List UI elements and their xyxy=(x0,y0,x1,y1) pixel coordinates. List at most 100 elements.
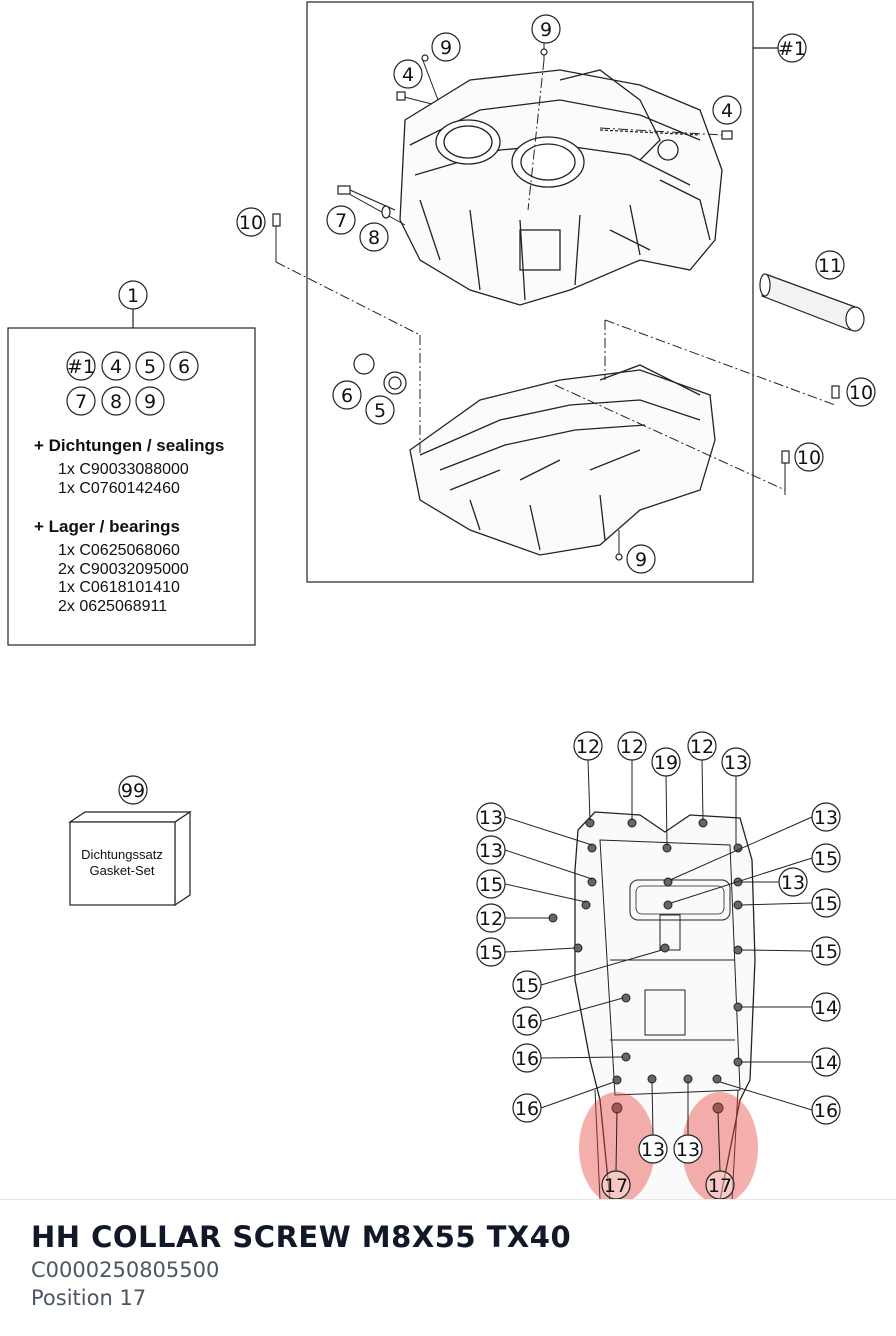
svg-text:7: 7 xyxy=(75,391,87,413)
callout-bubble[interactable]: 11 xyxy=(815,250,845,280)
svg-text:12: 12 xyxy=(690,736,714,758)
callout-bubble[interactable]: 9 xyxy=(431,32,461,62)
callout-bubble[interactable]: 1 xyxy=(118,280,148,310)
bearing-line: 1x C0625068060 xyxy=(58,542,180,559)
callout-bubble[interactable]: 4 xyxy=(712,95,742,125)
lower-callouts: 12 12 19 12 13 13 13 13 15 15 13 15 12 1… xyxy=(476,731,841,1200)
callout-bubble-highlighted[interactable]: 17 xyxy=(705,1170,735,1200)
svg-text:1: 1 xyxy=(127,285,139,307)
gasket-set-label-en: Gasket-Set xyxy=(89,863,154,878)
callout-bubble[interactable]: 14 xyxy=(811,992,841,1022)
callout-bubble[interactable]: 19 xyxy=(651,747,681,777)
svg-text:#1: #1 xyxy=(778,38,806,60)
svg-text:9: 9 xyxy=(635,549,647,571)
upper-crankcase-drawing xyxy=(399,69,723,306)
svg-text:4: 4 xyxy=(721,100,733,122)
svg-text:6: 6 xyxy=(178,356,190,378)
highlight-ellipse xyxy=(682,1092,758,1200)
svg-text:9: 9 xyxy=(144,391,156,413)
callout-bubble[interactable]: 15 xyxy=(512,970,542,1000)
kit-ref-bubble: 7 xyxy=(66,386,96,416)
bearing-line: 2x C90032095000 xyxy=(58,561,189,578)
callout-bubble[interactable]: 6 xyxy=(332,380,362,410)
callout-bubble[interactable]: 12 xyxy=(573,731,603,761)
svg-text:16: 16 xyxy=(814,1100,838,1122)
sealing-line: 1x C90033088000 xyxy=(58,461,189,478)
callout-bubble[interactable]: 13 xyxy=(476,835,506,865)
svg-text:12: 12 xyxy=(576,736,600,758)
callout-bubble[interactable]: 7 xyxy=(326,205,356,235)
callout-bubble[interactable]: 4 xyxy=(393,59,423,89)
callout-bubble[interactable]: 9 xyxy=(531,14,561,44)
svg-text:15: 15 xyxy=(814,941,838,963)
svg-text:13: 13 xyxy=(724,752,748,774)
part-number: C0000250805500 xyxy=(31,1258,220,1282)
callout-bubble[interactable]: 8 xyxy=(359,222,389,252)
callout-bubble[interactable]: 13 xyxy=(811,802,841,832)
loose-parts xyxy=(272,48,865,561)
svg-text:16: 16 xyxy=(515,1098,539,1120)
callout-bubble[interactable]: 16 xyxy=(512,1006,542,1036)
svg-text:17: 17 xyxy=(604,1175,628,1197)
svg-text:15: 15 xyxy=(479,942,503,964)
callout-bubble[interactable]: 5 xyxy=(365,395,395,425)
kit-ref-bubble: 6 xyxy=(169,351,199,381)
gasket-set-label-de: Dichtungssatz xyxy=(81,847,163,862)
callout-bubble[interactable]: 12 xyxy=(687,731,717,761)
svg-text:9: 9 xyxy=(440,37,452,59)
callout-bubble[interactable]: 13 xyxy=(476,802,506,832)
callout-bubble[interactable]: 15 xyxy=(811,843,841,873)
callout-bubble[interactable]: 13 xyxy=(778,867,808,897)
callout-bubble[interactable]: 15 xyxy=(811,888,841,918)
callout-bubble[interactable]: 12 xyxy=(476,903,506,933)
svg-text:12: 12 xyxy=(479,908,503,930)
callout-bubble[interactable]: 15 xyxy=(811,936,841,966)
callout-bubble[interactable]: 16 xyxy=(512,1093,542,1123)
callout-bubble[interactable]: 9 xyxy=(626,544,656,574)
svg-text:13: 13 xyxy=(676,1139,700,1161)
position-17-highlight xyxy=(579,1092,758,1200)
callout-bubble[interactable]: 13 xyxy=(638,1134,668,1164)
callout-bubble[interactable]: 12 xyxy=(617,731,647,761)
callout-bubble[interactable]: 99 xyxy=(118,775,148,805)
callout-bubble-highlighted[interactable]: 17 xyxy=(601,1170,631,1200)
svg-text:12: 12 xyxy=(620,736,644,758)
svg-text:#1: #1 xyxy=(67,356,95,378)
callout-bubble[interactable]: 15 xyxy=(476,869,506,899)
kit-ref-bubble: 4 xyxy=(101,351,131,381)
bearing-line: 2x 0625068911 xyxy=(58,598,167,615)
svg-text:8: 8 xyxy=(368,227,380,249)
callout-bubble[interactable]: 16 xyxy=(811,1095,841,1125)
sealing-line: 1x C0760142460 xyxy=(58,480,180,497)
svg-text:7: 7 xyxy=(335,210,347,232)
svg-text:13: 13 xyxy=(479,807,503,829)
callout-bubble[interactable]: 10 xyxy=(794,442,824,472)
bottom-view-drawing xyxy=(574,811,756,1200)
callout-bubble[interactable]: 10 xyxy=(236,207,266,237)
part-position: Position 17 xyxy=(31,1286,147,1310)
svg-text:5: 5 xyxy=(144,356,156,378)
callout-bubble[interactable]: #1 xyxy=(777,33,807,63)
svg-text:15: 15 xyxy=(479,874,503,896)
svg-text:10: 10 xyxy=(849,382,873,404)
svg-text:10: 10 xyxy=(239,212,263,234)
callout-bubble[interactable]: 16 xyxy=(512,1043,542,1073)
callout-bubble[interactable]: 13 xyxy=(673,1134,703,1164)
repair-kit-box: 1 #1 4 5 6 7 8 9 + Dichtungen / sealings… xyxy=(7,280,256,646)
bearings-heading: + Lager / bearings xyxy=(34,517,180,536)
svg-text:11: 11 xyxy=(818,255,842,277)
callout-bubble[interactable]: 15 xyxy=(476,937,506,967)
callout-bubble[interactable]: 13 xyxy=(721,747,751,777)
crankcase-group-frame xyxy=(306,1,778,583)
kit-ref-bubble: 5 xyxy=(135,351,165,381)
svg-text:15: 15 xyxy=(814,848,838,870)
callout-bubble[interactable]: 10 xyxy=(846,377,876,407)
kit-ref-bubble: #1 xyxy=(66,351,96,381)
svg-text:15: 15 xyxy=(814,893,838,915)
callout-bubble[interactable]: 14 xyxy=(811,1047,841,1077)
svg-text:13: 13 xyxy=(479,840,503,862)
svg-text:6: 6 xyxy=(341,385,353,407)
svg-text:14: 14 xyxy=(814,1052,838,1074)
gasket-set-box: 99 Dichtungssatz Gasket-Set xyxy=(68,775,192,907)
lower-leader-lines xyxy=(504,759,813,1172)
